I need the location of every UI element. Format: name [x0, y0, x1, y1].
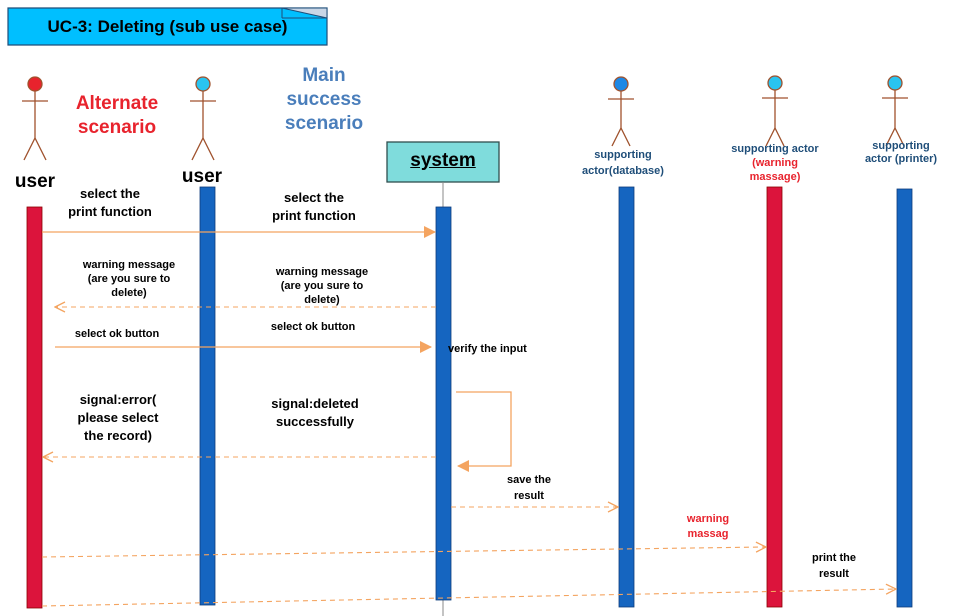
actor-user-alt-label: user [14, 171, 56, 192]
label-line: signal:error( [79, 392, 157, 407]
self-call-arrow [456, 391, 512, 472]
lifeline-system [435, 206, 452, 601]
heading-line: Main [302, 65, 346, 86]
label-line: delete) [111, 287, 147, 299]
actor-warning-icon [762, 75, 788, 147]
msg-main-deleted-label: signal:deleted successfully [255, 395, 375, 431]
label-line: (are you sure to [87, 273, 171, 285]
actor-printer-label: supporting actor (printer) [853, 140, 949, 166]
warning-massag-label: warning massag [672, 512, 744, 542]
label-line: (are you sure to [280, 280, 364, 292]
label-line: massage) [713, 170, 837, 184]
heading-line: scenario [284, 113, 364, 134]
heading-line: scenario [77, 117, 157, 138]
lifeline-database [618, 186, 635, 608]
label-line: warning [686, 513, 730, 525]
lifeline-printer [896, 188, 913, 608]
label-line: actor(database) [582, 165, 664, 177]
msg-main-select-label: select the print function [254, 189, 374, 225]
label-line: result [514, 490, 544, 502]
label-line: delete) [304, 294, 340, 306]
verify-input-label: verify the input [448, 343, 527, 355]
label-line: print the [812, 552, 856, 564]
msg-main-warning-label: warning message (are you sure to delete) [263, 265, 381, 307]
label-line: massag [687, 528, 729, 540]
actor-database-icon [608, 76, 634, 147]
heading-line: Alternate [75, 93, 159, 114]
system-label: system [410, 150, 476, 171]
diagram-title: UC-3: Deleting (sub use case) [47, 17, 288, 36]
label-line: print function [272, 208, 356, 223]
save-result-label: save the result [494, 472, 564, 504]
label-line: supporting actor [731, 143, 819, 155]
label-line: result [819, 568, 849, 580]
print-result-label: print the result [799, 550, 869, 582]
heading-line: success [286, 89, 362, 110]
label-line: select the [80, 186, 140, 201]
lifeline-user-main [199, 186, 216, 606]
label-part: massage) [749, 171, 801, 183]
label-line: save the [506, 474, 552, 486]
main-scenario-heading: Main success scenario [268, 64, 380, 136]
system-box [386, 141, 500, 183]
actor-user-main-icon [190, 76, 216, 161]
msg-alt-warning-label: warning message (are you sure to delete) [70, 258, 188, 300]
label-line: warning message [275, 266, 369, 278]
msg-alt-select-label: select the print function [50, 185, 170, 221]
label-line: signal:deleted [271, 396, 359, 411]
label-line: the record) [84, 428, 152, 443]
label-line: supporting [872, 140, 930, 152]
msg-main-ok-label: select ok button [270, 321, 356, 333]
lifeline-user-alt [26, 206, 43, 609]
label-line: (warning [713, 156, 837, 170]
label-line: warning message [82, 259, 176, 271]
actor-user-main-label: user [181, 166, 223, 187]
msg-alt-error-label: signal:error( please select the record) [58, 391, 178, 445]
msg-warning-massag-arrow [41, 547, 766, 558]
label-line: please select [77, 410, 159, 425]
label-line: select the [284, 190, 344, 205]
actor-database-label: supporting actor(database) [568, 149, 678, 178]
label-line: supporting [594, 149, 652, 161]
label-part: (warning [752, 157, 798, 169]
title-box [7, 7, 328, 46]
actor-user-alt-icon [22, 76, 48, 161]
msg-alt-ok-label: select ok button [74, 328, 160, 340]
msg-print-arrow [41, 589, 896, 607]
label-line: actor (printer) [864, 153, 938, 165]
label-line: print function [68, 204, 152, 219]
lifeline-warning [766, 186, 783, 608]
actor-printer-icon [882, 75, 908, 147]
label-line: successfully [275, 414, 355, 429]
alternate-scenario-heading: Alternate scenario [62, 92, 172, 140]
actor-warning-label: supporting actor (warning massage) [713, 142, 837, 184]
